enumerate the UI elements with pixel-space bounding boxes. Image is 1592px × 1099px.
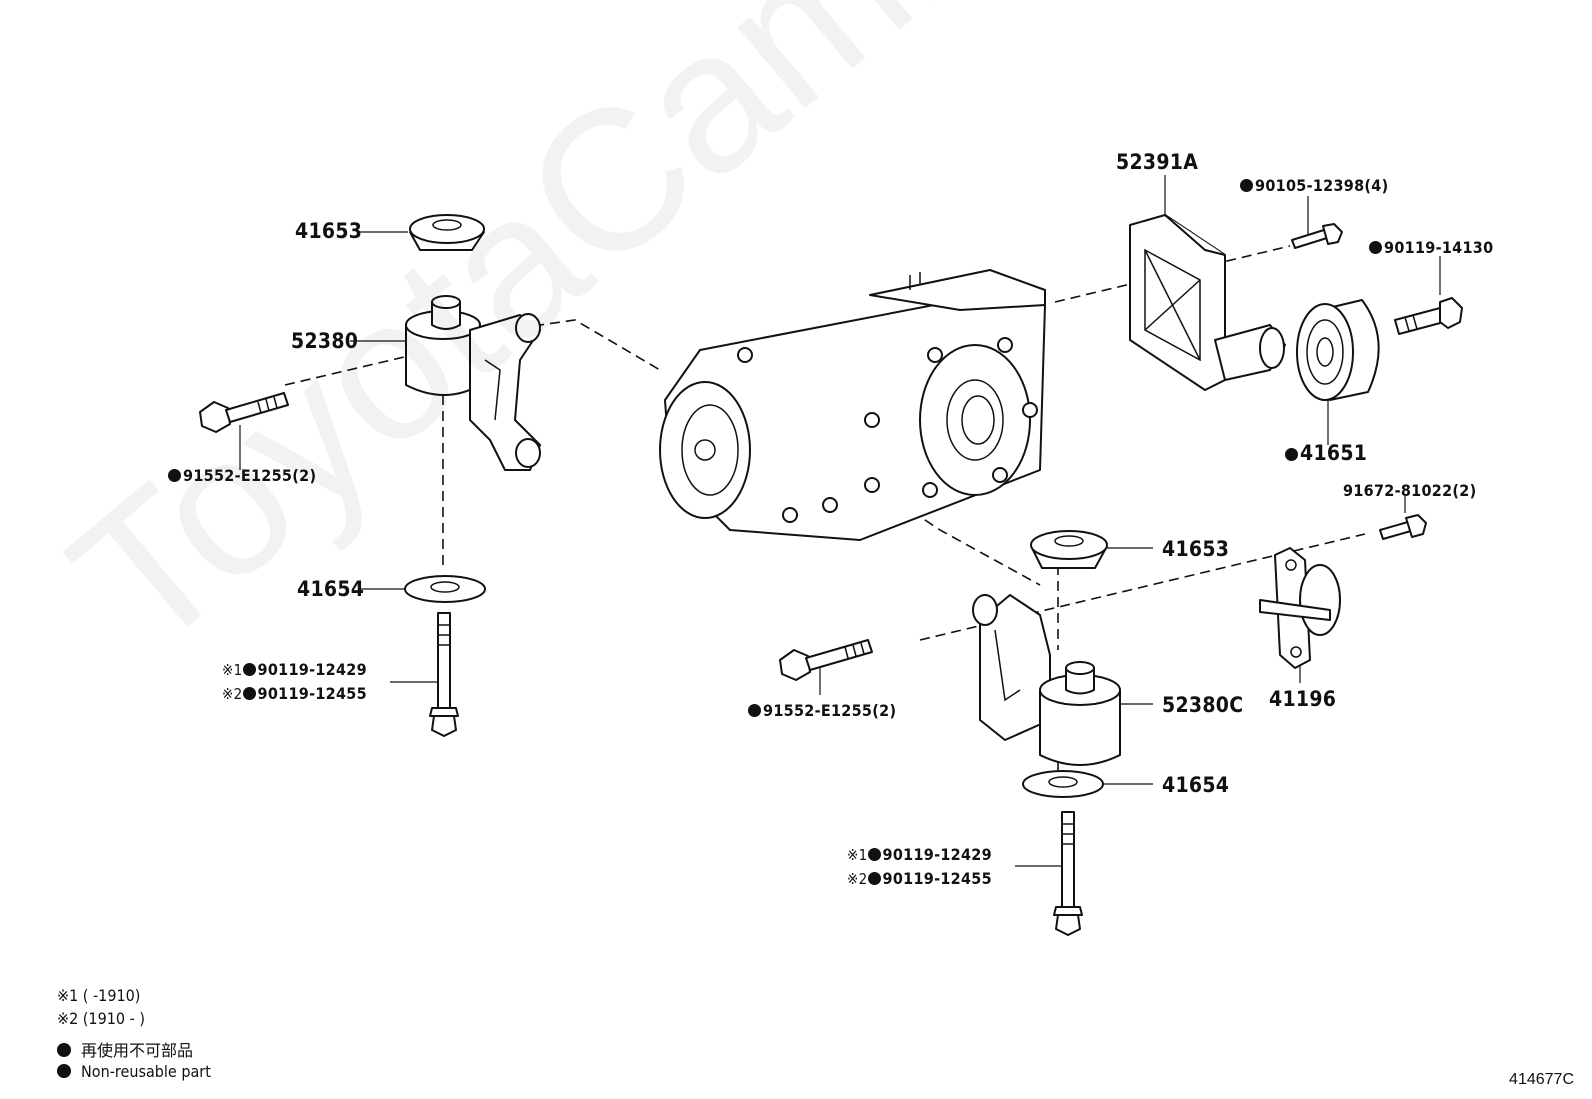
non-reusable-dot-icon	[867, 872, 881, 885]
non-reusable-dot-icon	[242, 687, 256, 700]
label-90119-12455-left[interactable]: ※2 90119-12455	[222, 684, 367, 703]
label-90119-12455-right[interactable]: ※2 90119-12455	[847, 869, 992, 888]
label-52391A[interactable]: 52391A	[1116, 150, 1199, 174]
label-90119-12429-right-text: 90119-12429	[882, 845, 992, 864]
label-41653-right[interactable]: 41653	[1162, 537, 1230, 561]
legend-line-1: ※1 ( -1910)	[57, 986, 141, 1005]
label-90119-14130-text: 90119-14130	[1384, 238, 1494, 257]
non-reusable-dot-icon	[168, 469, 181, 482]
mark1-left: ※1	[222, 661, 243, 679]
label-90105[interactable]: 90105-12398(4)	[1240, 176, 1389, 195]
label-41651[interactable]: 41651	[1285, 441, 1367, 465]
label-91552-left-text: 91552-E1255(2)	[183, 466, 317, 485]
non-reusable-dot-icon	[242, 663, 256, 676]
non-reusable-dot-icon	[1369, 241, 1382, 254]
label-90119-14130[interactable]: 90119-14130	[1369, 238, 1493, 257]
part-91672	[1379, 514, 1427, 540]
label-41196[interactable]: 41196	[1269, 687, 1337, 711]
mark2-left: ※2	[222, 685, 243, 703]
non-reusable-dot-icon	[1240, 179, 1253, 192]
part-41653-left	[409, 214, 485, 251]
part-52391A	[1129, 214, 1286, 391]
legend-line-4-text: Non-reusable part	[81, 1062, 211, 1081]
part-52380C	[972, 594, 1121, 766]
label-90119-12455-left-text: 90119-12455	[257, 684, 367, 703]
label-41651-text: 41651	[1300, 441, 1368, 465]
part-41654-left	[404, 575, 486, 603]
label-90119-12429-right[interactable]: ※1 90119-12429	[847, 845, 992, 864]
part-90119-right	[1053, 811, 1083, 936]
part-91552-left	[199, 392, 289, 433]
label-41654-left[interactable]: 41654	[297, 577, 365, 601]
label-91552-right-text: 91552-E1255(2)	[763, 701, 897, 720]
label-91672[interactable]: 91672-81022(2)	[1343, 481, 1477, 500]
mark2-right: ※2	[847, 870, 868, 888]
label-90119-12429-left-text: 90119-12429	[257, 660, 367, 679]
label-52380[interactable]: 52380	[291, 329, 359, 353]
legend-line-3: 再使用不可部品	[57, 1037, 193, 1061]
label-90119-12455-right-text: 90119-12455	[882, 869, 992, 888]
figure-code: 414677C	[1509, 1071, 1574, 1088]
legend-line-4: Non-reusable part	[57, 1062, 211, 1081]
part-41654-right	[1022, 770, 1104, 798]
non-reusable-dot-icon	[1285, 448, 1298, 461]
part-41653-right	[1030, 530, 1108, 569]
label-91552-right[interactable]: 91552-E1255(2)	[748, 701, 896, 720]
part-90119-left	[429, 612, 459, 737]
legend-line-3-text: 再使用不可部品	[81, 1041, 194, 1060]
non-reusable-dot-icon	[748, 704, 761, 717]
non-reusable-dot-icon	[57, 1064, 71, 1078]
mark1-right: ※1	[847, 846, 868, 864]
label-52380C[interactable]: 52380C	[1162, 693, 1244, 717]
label-41653-left[interactable]: 41653	[295, 219, 363, 243]
non-reusable-dot-icon	[57, 1043, 71, 1057]
part-41651	[1296, 299, 1380, 401]
part-41196	[1259, 547, 1341, 669]
part-90105	[1291, 223, 1343, 249]
label-41654-right[interactable]: 41654	[1162, 773, 1230, 797]
legend-line-2: ※2 (1910 - )	[57, 1009, 145, 1028]
part-91552-right	[779, 639, 873, 681]
part-90119-14130	[1394, 297, 1463, 335]
label-90105-text: 90105-12398(4)	[1255, 176, 1389, 195]
label-90119-12429-left[interactable]: ※1 90119-12429	[222, 660, 367, 679]
non-reusable-dot-icon	[867, 848, 881, 861]
part-52380	[405, 295, 541, 471]
label-91552-left[interactable]: 91552-E1255(2)	[168, 466, 316, 485]
part-differential	[659, 269, 1046, 541]
